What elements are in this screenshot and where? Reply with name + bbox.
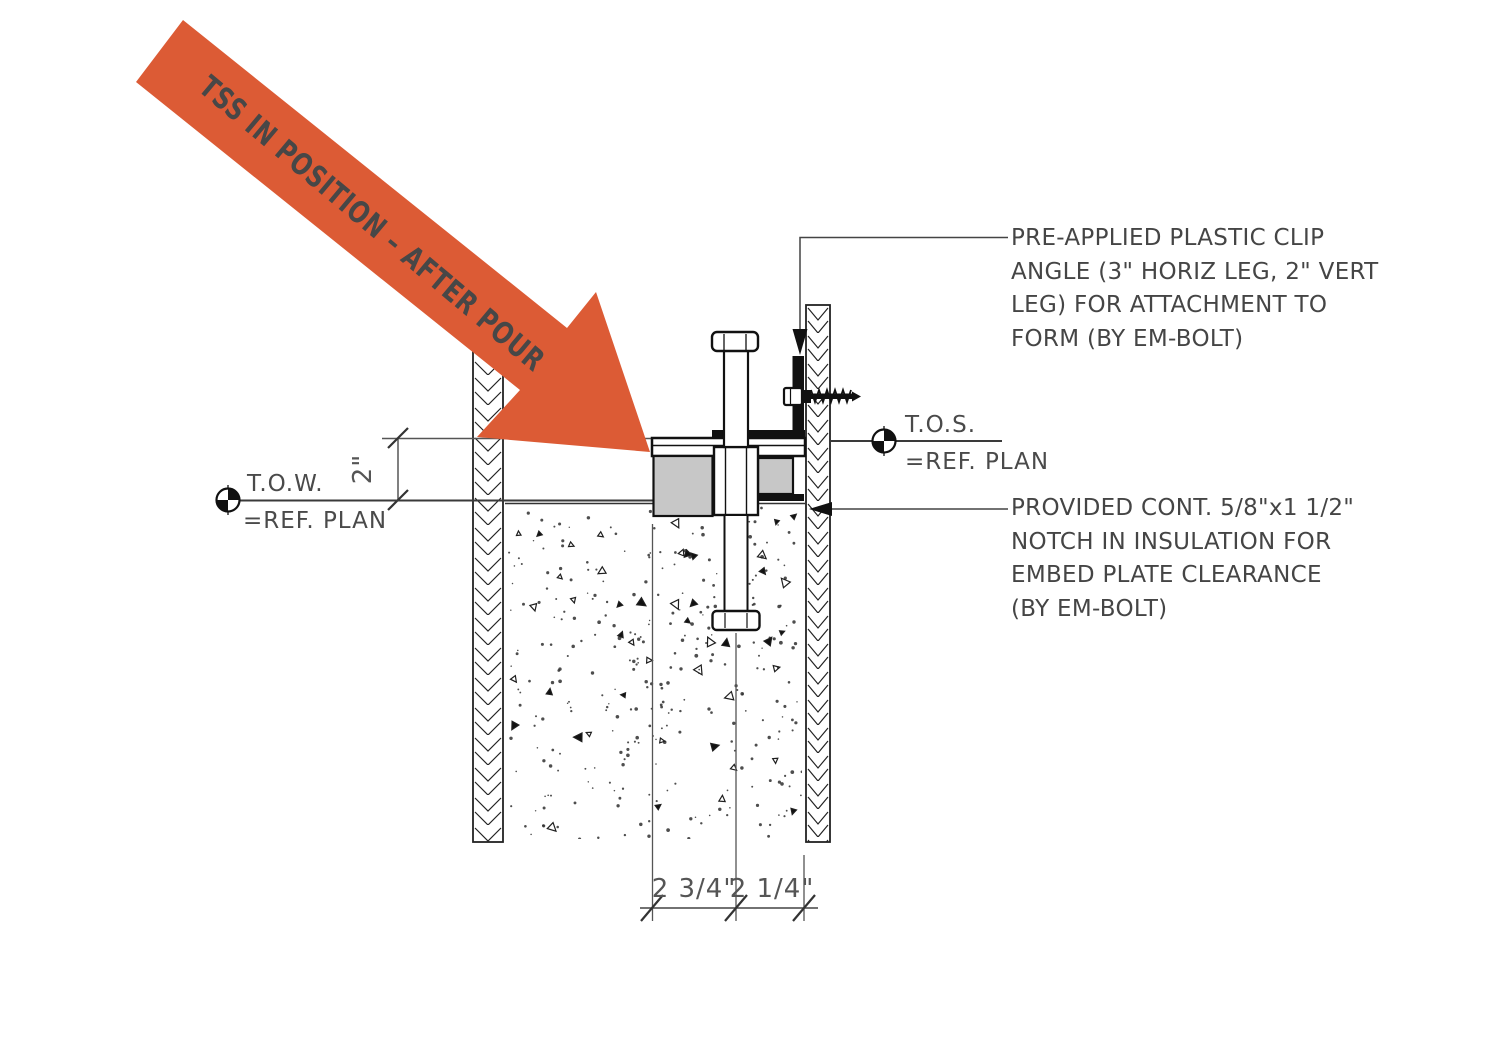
- tos-datum-icon: [871, 426, 897, 456]
- tss-block-right: [756, 456, 795, 496]
- concrete-stipple: [508, 506, 802, 839]
- bolt-nut: [711, 609, 761, 632]
- offset-dimension-label: 2": [348, 454, 378, 485]
- tos-label: T.O.S.: [904, 412, 976, 438]
- tss-block-left: [652, 454, 714, 518]
- note-line: (BY EM-BOLT): [1011, 595, 1168, 622]
- width-dimensions: 2 3/4" 2 1/4": [640, 874, 818, 922]
- embed-bolt: [710, 330, 761, 632]
- form-screw: [782, 386, 861, 407]
- note-line: FORM (BY EM-BOLT): [1011, 325, 1244, 352]
- note-line: PRE-APPLIED PLASTIC CLIP: [1011, 225, 1325, 251]
- tow-datum-icon: [215, 485, 241, 515]
- notch-step: [758, 494, 804, 501]
- notch-leader: [809, 502, 1008, 516]
- callout-arrow-label: TSS IN POSITION – AFTER POUR: [192, 69, 552, 379]
- note-line: EMBED PLATE CLEARANCE: [1011, 562, 1322, 588]
- right-form-board: [805, 304, 831, 843]
- tos-level-line: T.O.S. =REF. PLAN: [830, 412, 1049, 475]
- clip-angle-leader: [792, 236, 1008, 355]
- tow-level-line: T.O.W. =REF. PLAN: [215, 471, 653, 534]
- left-width-label: 2 3/4": [652, 874, 737, 904]
- note-line: LEG) FOR ATTACHMENT TO: [1011, 292, 1328, 318]
- note-line: ANGLE (3" HORIZ LEG, 2" VERT: [1011, 258, 1379, 285]
- callout-arrow-shape: [136, 20, 650, 452]
- bolt-head: [710, 330, 760, 353]
- embed-assembly: [650, 330, 807, 921]
- concrete-fill: [505, 502, 805, 839]
- notch-note: PROVIDED CONT. 5/8"x1 1/2" NOTCH IN INSU…: [1011, 492, 1421, 626]
- clip-angle-note: PRE-APPLIED PLASTIC CLIP ANGLE (3" HORIZ…: [1011, 222, 1421, 356]
- tow-label: T.O.W.: [246, 471, 324, 497]
- callout-arrow: TSS IN POSITION – AFTER POUR: [136, 20, 650, 452]
- note-line: NOTCH IN INSULATION FOR: [1011, 528, 1332, 555]
- note-line: PROVIDED CONT. 5/8"x1 1/2": [1011, 495, 1355, 521]
- right-width-label: 2 1/4": [730, 874, 815, 904]
- tow-ref-label: =REF. PLAN: [243, 508, 387, 534]
- tos-ref-label: =REF. PLAN: [905, 449, 1049, 475]
